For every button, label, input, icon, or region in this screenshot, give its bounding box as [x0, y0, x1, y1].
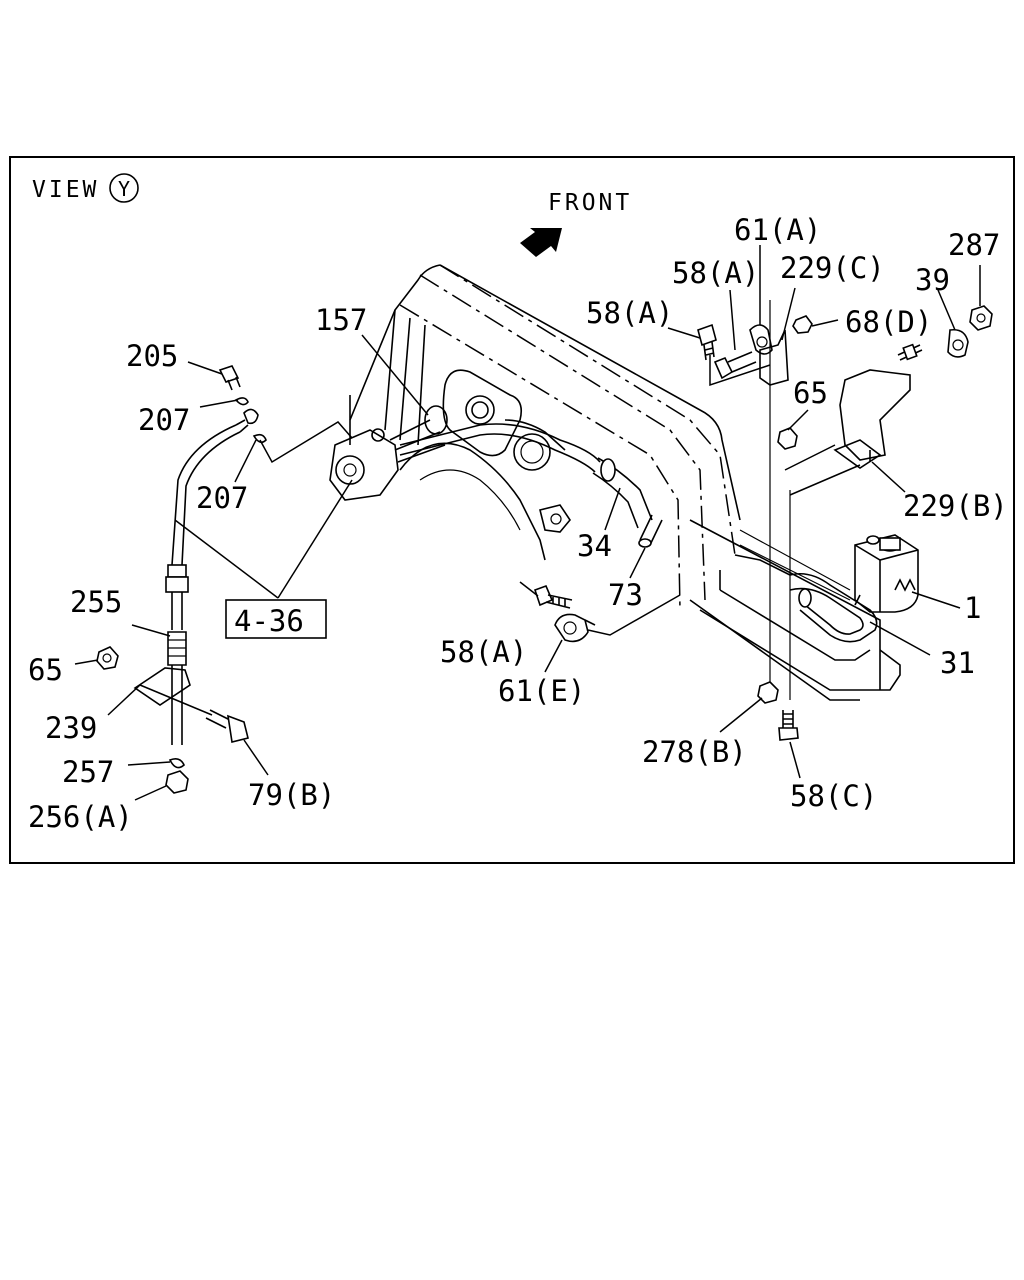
nut-278b: [757, 681, 779, 704]
callout-61a: 61(A): [734, 213, 821, 247]
engine-body-drawing: [349, 264, 741, 611]
callout-229b: 229(B): [903, 489, 1008, 523]
frame-crossmember-drawing: [689, 300, 901, 701]
callout-65-right: 65: [793, 376, 828, 410]
view-letter: Y: [118, 177, 130, 201]
callout-65-left: 65: [28, 653, 63, 687]
clip-39: [947, 328, 969, 358]
bolt-58c: [778, 710, 799, 741]
pressure-pipe: [399, 423, 653, 529]
callout-287: 287: [948, 228, 1000, 262]
callout-207-lower: 207: [196, 481, 248, 515]
callout-4-36: 4-36: [234, 604, 304, 638]
clamp-61e: [554, 613, 596, 643]
callout-239: 239: [45, 711, 97, 745]
nut-287: [969, 305, 993, 331]
reservoir-tank: [854, 534, 919, 613]
nut-65-right: [777, 427, 798, 450]
view-letter-circle: [109, 173, 139, 203]
callout-256a: 256(A): [28, 800, 133, 834]
leader-lines: [74, 245, 981, 801]
view-label: VIEW: [32, 177, 99, 203]
bolt-58a-lower: [533, 584, 573, 609]
callout-61e: 61(E): [498, 674, 585, 708]
callout-207-upper: 207: [138, 403, 190, 437]
callout-255: 255: [70, 585, 122, 619]
callout-58a-left: 58(A): [586, 296, 673, 330]
callout-68d: 68(D): [845, 305, 932, 339]
return-hose-73: [638, 514, 663, 548]
bracket-229b: [833, 369, 911, 469]
ref-box-4-36[interactable]: [225, 599, 327, 639]
callout-labels: 157 205 207 207 4-36 255 65 239 257 256(…: [28, 213, 1008, 834]
pipe-31: [789, 572, 878, 643]
front-arrow-icon: [520, 228, 562, 257]
callout-58c: 58(C): [790, 779, 877, 813]
nut-68d: [792, 315, 813, 334]
callout-39: 39: [915, 263, 950, 297]
clamp-61a: [749, 324, 789, 386]
bolt-58a-top: [697, 323, 717, 361]
callout-229c: 229(C): [780, 251, 885, 285]
callout-34: 34: [577, 529, 612, 563]
callout-58a-lower: 58(A): [440, 635, 527, 669]
callout-31: 31: [940, 646, 975, 680]
callout-73: 73: [608, 578, 643, 612]
callout-1: 1: [964, 591, 981, 625]
callout-79b: 79(B): [248, 778, 335, 812]
callout-157: 157: [315, 303, 367, 337]
callout-58a-upper: 58(A): [672, 256, 759, 290]
callout-205: 205: [126, 339, 178, 373]
diagram-frame: [9, 156, 1015, 864]
callout-257: 257: [62, 755, 114, 789]
left-hose-assembly: [96, 365, 267, 794]
front-label: FRONT: [548, 190, 632, 216]
bolt-near-39: [897, 343, 923, 361]
bolt-58a-horizontal: [713, 351, 757, 380]
callout-278b: 278(B): [642, 735, 747, 769]
